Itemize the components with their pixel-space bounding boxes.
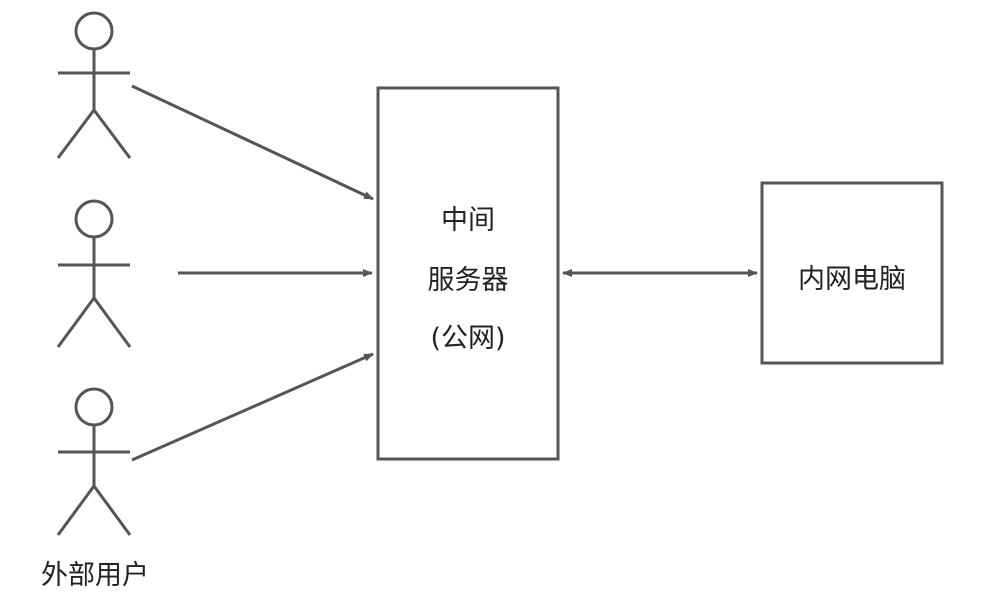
user-figure-3: [56, 387, 132, 536]
server-label-line-1: 中间: [441, 205, 495, 236]
user-figure-2: [56, 199, 132, 348]
intranet-computer-box: [760, 181, 944, 365]
server-box: [376, 86, 560, 461]
server-label-line-2: 服务器: [427, 265, 509, 296]
arrow-user3-to-server: [131, 352, 374, 462]
user-figure-1: [56, 11, 132, 159]
arrow-user1-to-server: [131, 84, 374, 201]
intranet-computer-label: 内网电脑: [798, 264, 906, 295]
external-users-label: 外部用户: [41, 560, 149, 591]
server-label-line-3: (公网): [430, 323, 506, 354]
